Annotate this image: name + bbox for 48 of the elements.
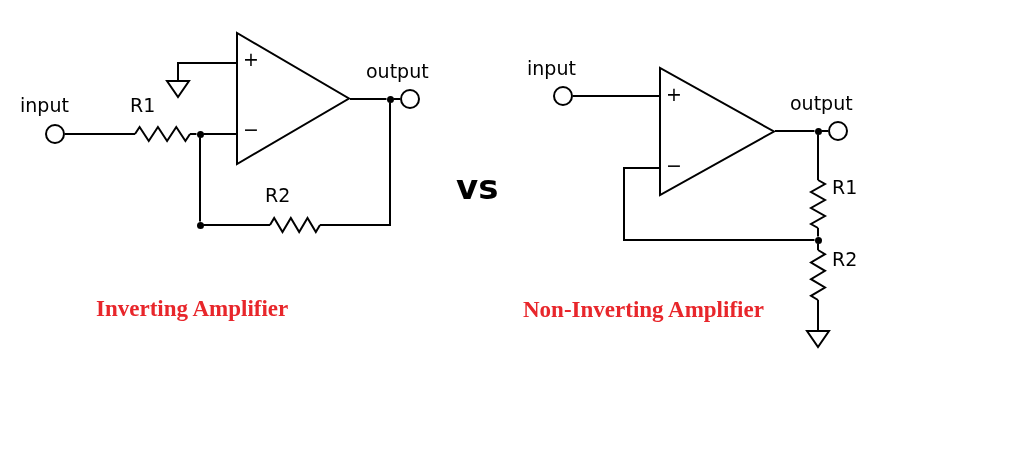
ground-symbol <box>806 330 830 348</box>
wire <box>392 98 401 100</box>
junction-dot <box>814 236 822 244</box>
wire <box>199 136 201 223</box>
wire <box>817 133 819 181</box>
component-label: R2 <box>832 250 858 269</box>
resistor-symbol <box>135 126 190 142</box>
wire <box>177 62 237 81</box>
opamp-symbol <box>659 67 775 196</box>
terminal-label: output <box>790 94 853 113</box>
polarity-sign: + <box>243 50 259 69</box>
circuit-caption: Non-Inverting Amplifier <box>523 298 764 321</box>
component-label: R1 <box>832 178 858 197</box>
wire <box>202 224 271 226</box>
wire <box>64 133 136 135</box>
resistor-symbol <box>810 180 826 228</box>
ground-symbol <box>166 80 190 98</box>
opamp-symbol <box>236 32 350 165</box>
wire <box>817 299 819 331</box>
terminal-label: output <box>366 62 429 81</box>
wire <box>572 95 660 97</box>
comparison-label: vs <box>456 170 499 204</box>
junction-dot <box>386 95 394 103</box>
junction-dot <box>196 130 204 138</box>
polarity-sign: + <box>666 85 682 104</box>
circuit-caption: Inverting Amplifier <box>96 297 289 320</box>
resistor-symbol <box>270 217 320 233</box>
wire <box>189 133 198 135</box>
wire <box>774 130 816 132</box>
junction-dot <box>814 127 822 135</box>
wire <box>349 98 388 100</box>
wire <box>817 227 819 238</box>
wire <box>623 167 816 241</box>
terminal-label: input <box>20 96 69 115</box>
junction-dot <box>196 221 204 229</box>
wire <box>202 133 237 135</box>
polarity-sign: − <box>666 156 682 175</box>
terminal-circle <box>828 121 848 141</box>
wire <box>319 101 391 226</box>
wire <box>820 130 829 132</box>
terminal-circle <box>400 89 420 109</box>
component-label: R1 <box>130 96 156 115</box>
terminal-circle <box>45 124 65 144</box>
resistor-symbol <box>810 250 826 300</box>
component-label: R2 <box>265 186 291 205</box>
terminal-circle <box>553 86 573 106</box>
terminal-label: input <box>527 59 576 78</box>
polarity-sign: − <box>243 120 259 139</box>
